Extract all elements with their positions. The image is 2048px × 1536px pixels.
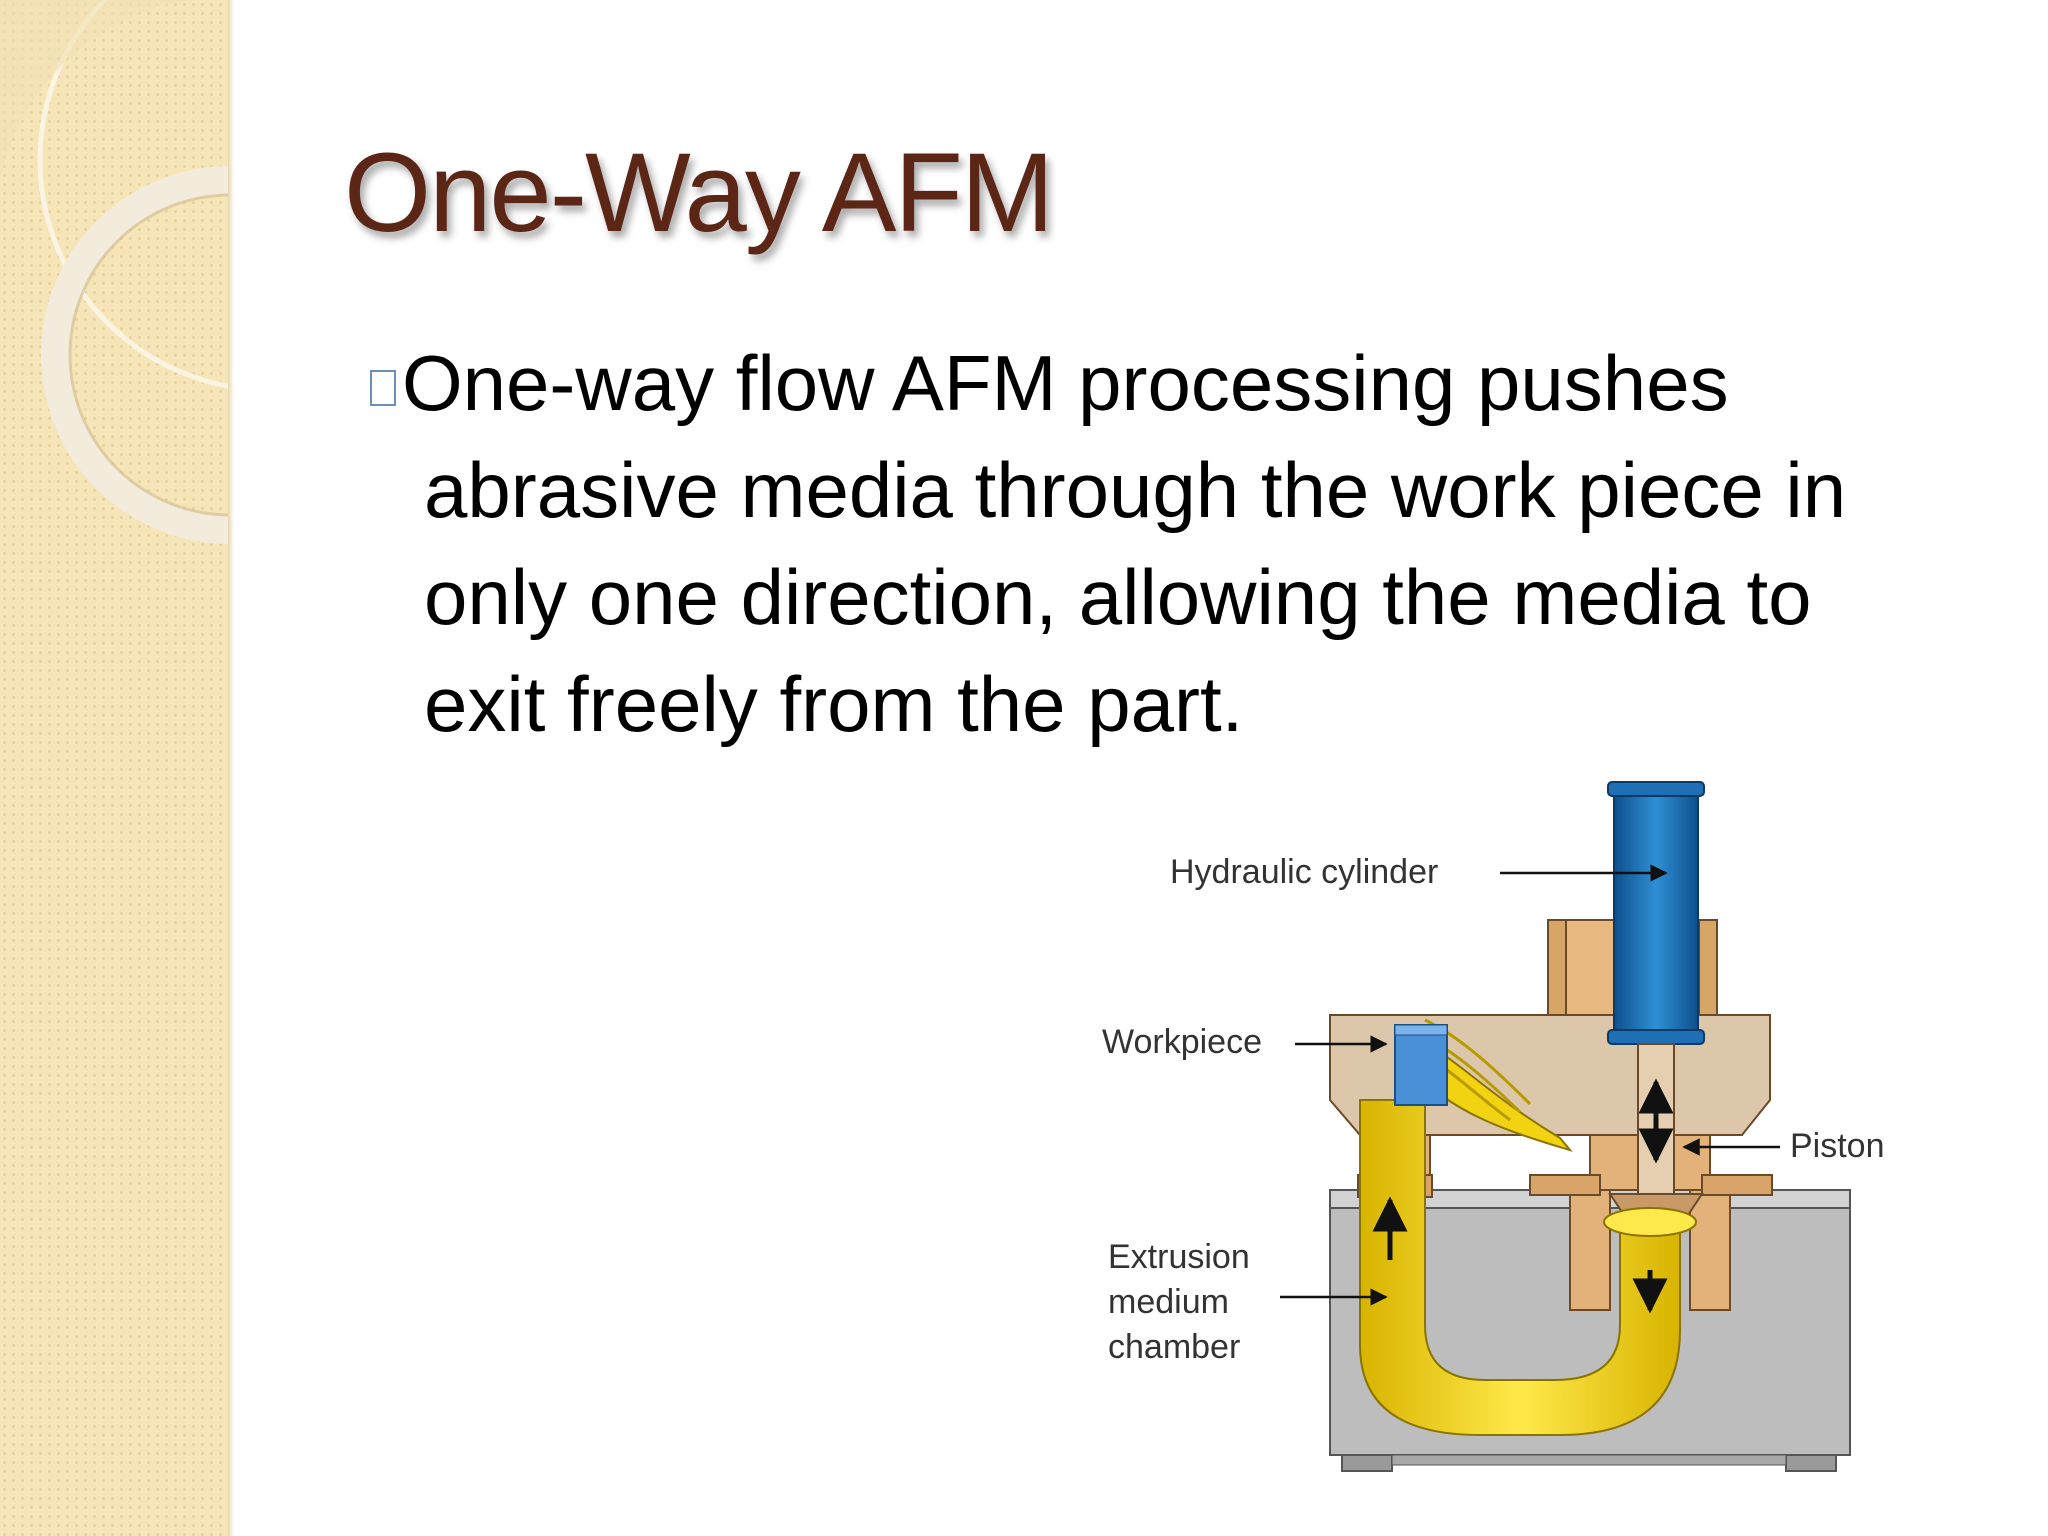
bullet-line-2: abrasive media through the work piece in [424, 446, 1847, 534]
label-hydraulic-cylinder: Hydraulic cylinder [1170, 853, 1439, 891]
slide-title: One-Way AFM [344, 130, 1054, 255]
sidebar-rings [0, 0, 228, 544]
bullet-line-3: only one direction, allowing the media t… [424, 553, 1812, 641]
flow-arrows [1372, 1078, 1674, 1314]
label-piston: Piston [1790, 1127, 1885, 1165]
label-leaders [1280, 864, 1780, 1306]
label-workpiece: Workpiece [1102, 1023, 1262, 1061]
afm-diagram: Hydraulic cylinder Workpiece Piston Extr… [1090, 770, 1930, 1490]
label-extrusion-line-2: medium [1108, 1283, 1229, 1321]
label-extrusion-line-3: chamber [1108, 1328, 1241, 1366]
bullet-text: One-way flow AFM processing pushes abras… [370, 330, 1972, 758]
bullet-line-1: One-way flow AFM processing pushes [402, 339, 1729, 427]
sidebar-edge [228, 0, 234, 1536]
bullet-line-4: exit freely from the part. [424, 660, 1244, 748]
hydraulic-cylinder [1607, 781, 1705, 1045]
workpiece [1394, 1024, 1448, 1106]
decorative-sidebar [0, 0, 228, 1536]
label-extrusion-line-1: Extrusion [1108, 1238, 1250, 1276]
afm-machine-illustration [1280, 781, 1851, 1472]
bullet-box-icon [370, 370, 396, 406]
